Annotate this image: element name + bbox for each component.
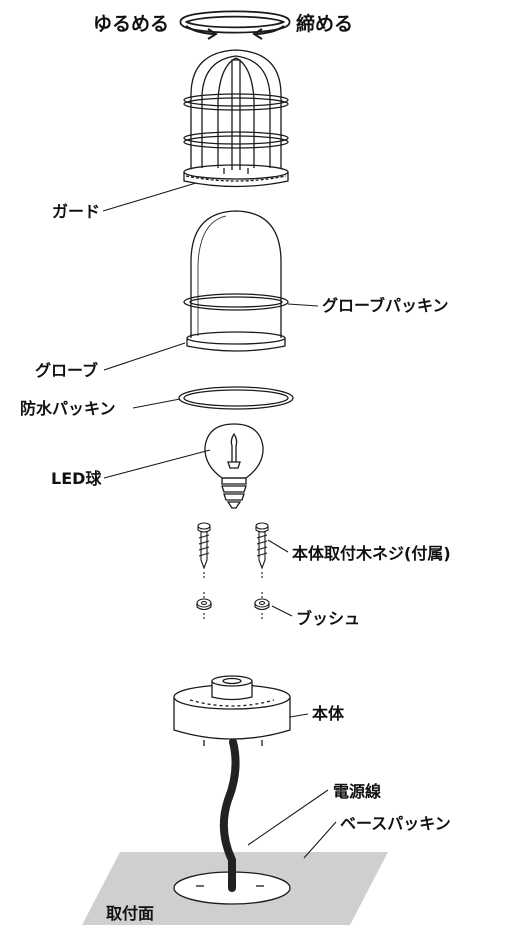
- bush-label: ブッシュ: [296, 609, 360, 628]
- globe-label: グローブ: [35, 361, 98, 380]
- loosen-label: ゆるめる: [93, 13, 169, 35]
- wood-screw-label: 本体取付木ネジ(付属): [292, 544, 451, 563]
- led-bulb-part: [204, 423, 264, 509]
- guard-label: ガード: [52, 202, 100, 221]
- rotation-arrow-icon: [179, 10, 291, 40]
- wood-screw-left-icon: [197, 522, 211, 578]
- power-cable-label: 電源線: [333, 782, 381, 801]
- bush-left-icon: [196, 592, 212, 619]
- mounting-surface-label: 取付面: [106, 904, 154, 923]
- bush-right-icon: [254, 592, 270, 619]
- wood-screw-right-icon: [255, 522, 269, 578]
- waterproof-packing-part: [178, 386, 294, 410]
- base-packing-label: ベースパッキン: [340, 814, 451, 833]
- globe-packing-part: [183, 293, 289, 311]
- tighten-label: 締める: [296, 12, 353, 35]
- power-cable: [219, 738, 240, 892]
- body-label: 本体: [312, 704, 345, 723]
- leader-lines: [102, 182, 337, 859]
- globe-packing-label: グローブパッキン: [322, 296, 449, 315]
- led-bulb-label: LED球: [51, 469, 102, 488]
- body-part: [173, 675, 291, 746]
- guard-part: [183, 49, 289, 188]
- waterproof-packing-label: 防水パッキン: [20, 399, 116, 418]
- globe-part: [186, 210, 286, 352]
